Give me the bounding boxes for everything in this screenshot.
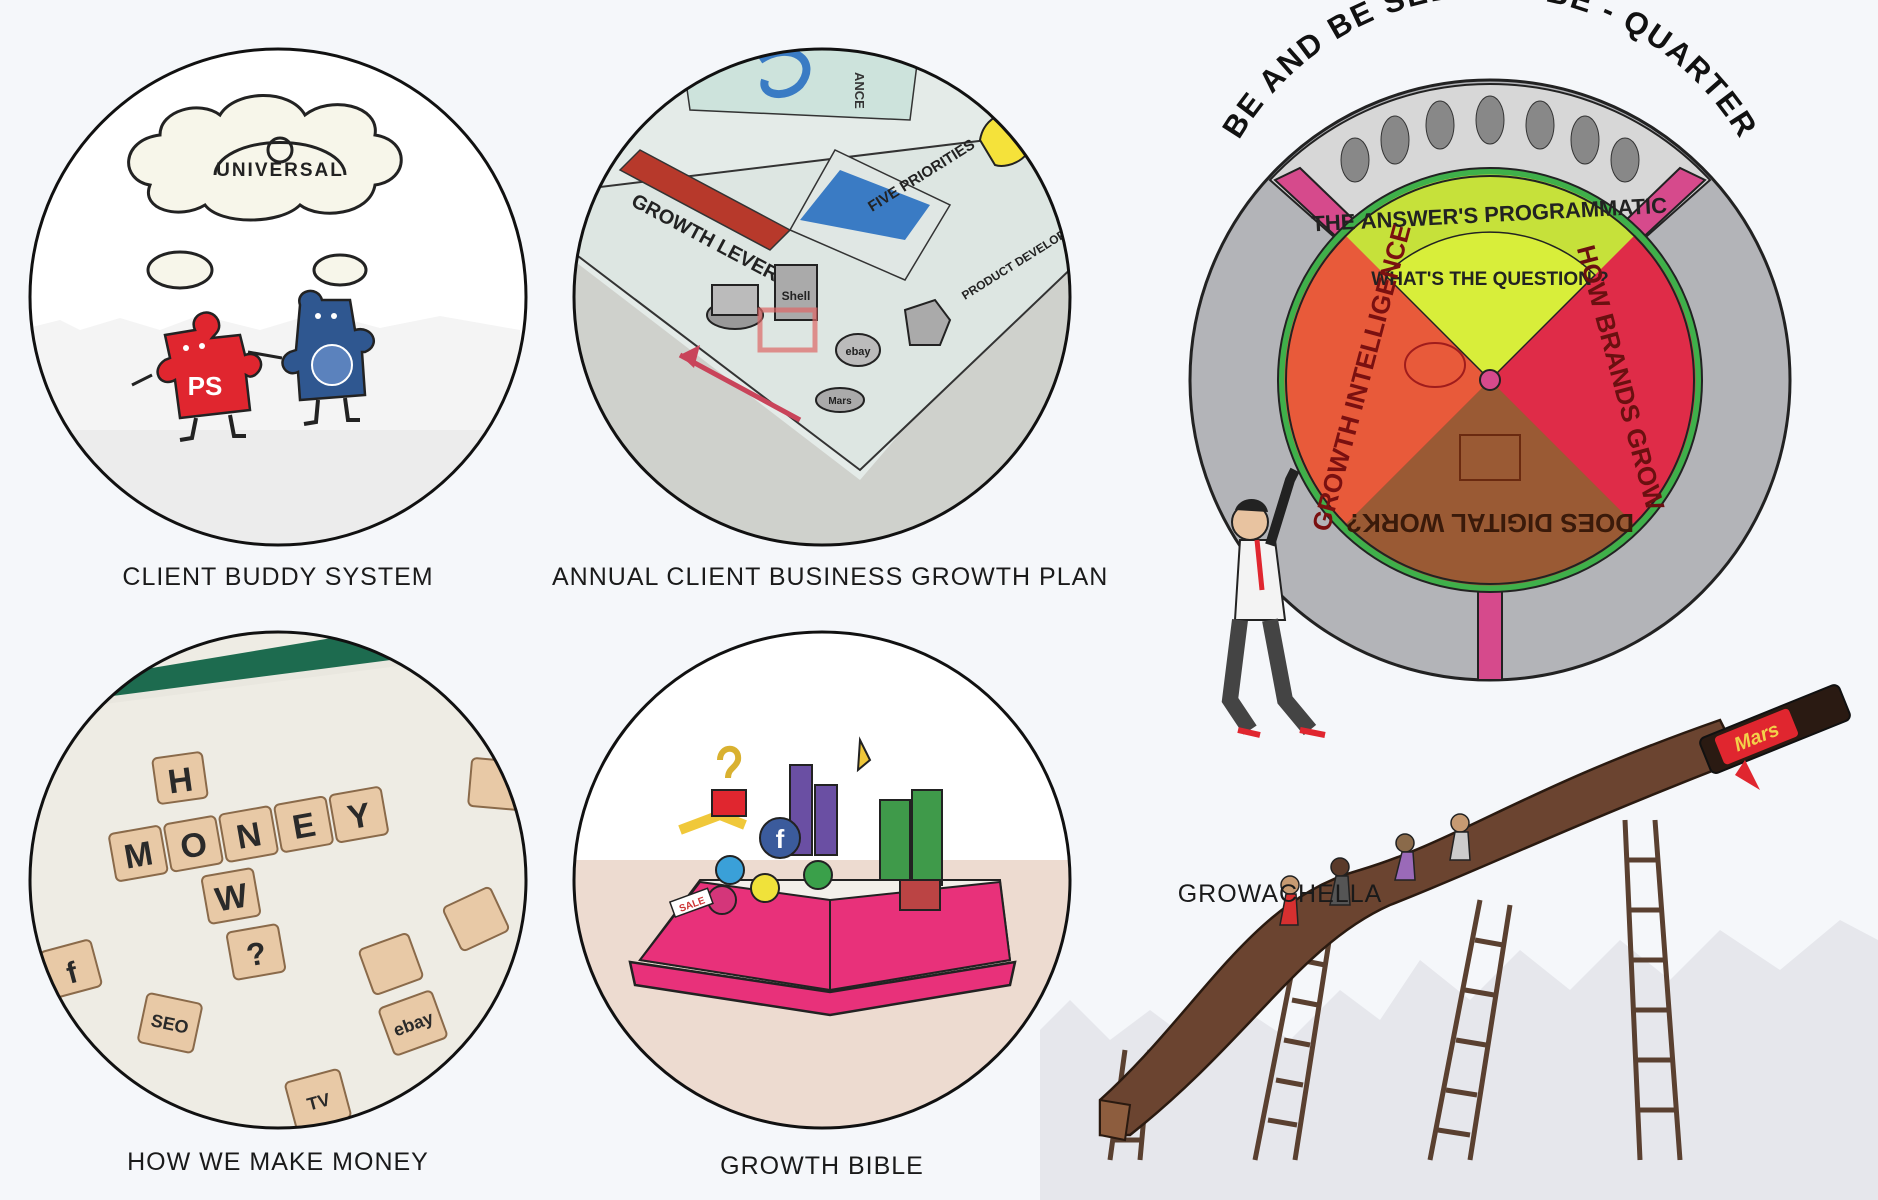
thought-cloud: UNIVERSAL	[127, 94, 403, 290]
tile-w: W	[212, 876, 251, 919]
token-mars: Mars	[828, 396, 852, 407]
growachella-scene: Mars	[1040, 684, 1878, 1200]
token-ebay: ebay	[845, 346, 871, 358]
tile-h: H	[166, 760, 196, 801]
growth-plan-panel: ANCE GROWTH LEVERS FIVE PRIORITIES PRODU…	[572, 47, 1072, 547]
tile-o: O	[177, 825, 210, 867]
climbers	[1279, 813, 1471, 926]
token-shell: Shell	[782, 289, 811, 303]
caption-growachella: GROWACHELLA	[1177, 880, 1383, 908]
blue-puzzle-piece	[131, 289, 376, 426]
center-question-text: WHAT'S THE QUESTION ?	[1371, 269, 1608, 290]
monopoly-tokens: Shell ebay Mars	[706, 264, 952, 413]
svg-text:PS: PS	[188, 371, 223, 401]
growth-bible-panel: f SALE	[572, 630, 1072, 1130]
universal-logo-text: UNIVERSAL	[216, 160, 344, 181]
board-corner-text: ANCE	[852, 72, 867, 109]
caption-annual-growth-plan: ANNUAL CLIENT BUSINESS GROWTH PLAN	[552, 563, 1109, 591]
tile-m: M	[121, 834, 155, 876]
svg-text:f: f	[776, 824, 785, 854]
segment-bottom-text: DOES DIGITAL WORK?	[1346, 508, 1634, 538]
caption-growth-bible: GROWTH BIBLE	[720, 1152, 924, 1180]
red-puzzle-piece: PS	[156, 311, 263, 442]
man-pushing-wheel	[1221, 467, 1326, 738]
caption-client-buddy-system: CLIENT BUDDY SYSTEM	[122, 563, 434, 591]
buddy-panel: UNIVERSAL PS	[28, 47, 528, 547]
quarter-wheel: BE AND BE SEEN TO BE - QUARTER THE ANS	[1188, 0, 1792, 738]
ladders	[1107, 819, 1683, 1161]
money-panel: H M O N E Y W ?	[28, 630, 528, 1130]
caption-how-we-make-money: HOW WE MAKE MONEY	[127, 1148, 429, 1176]
